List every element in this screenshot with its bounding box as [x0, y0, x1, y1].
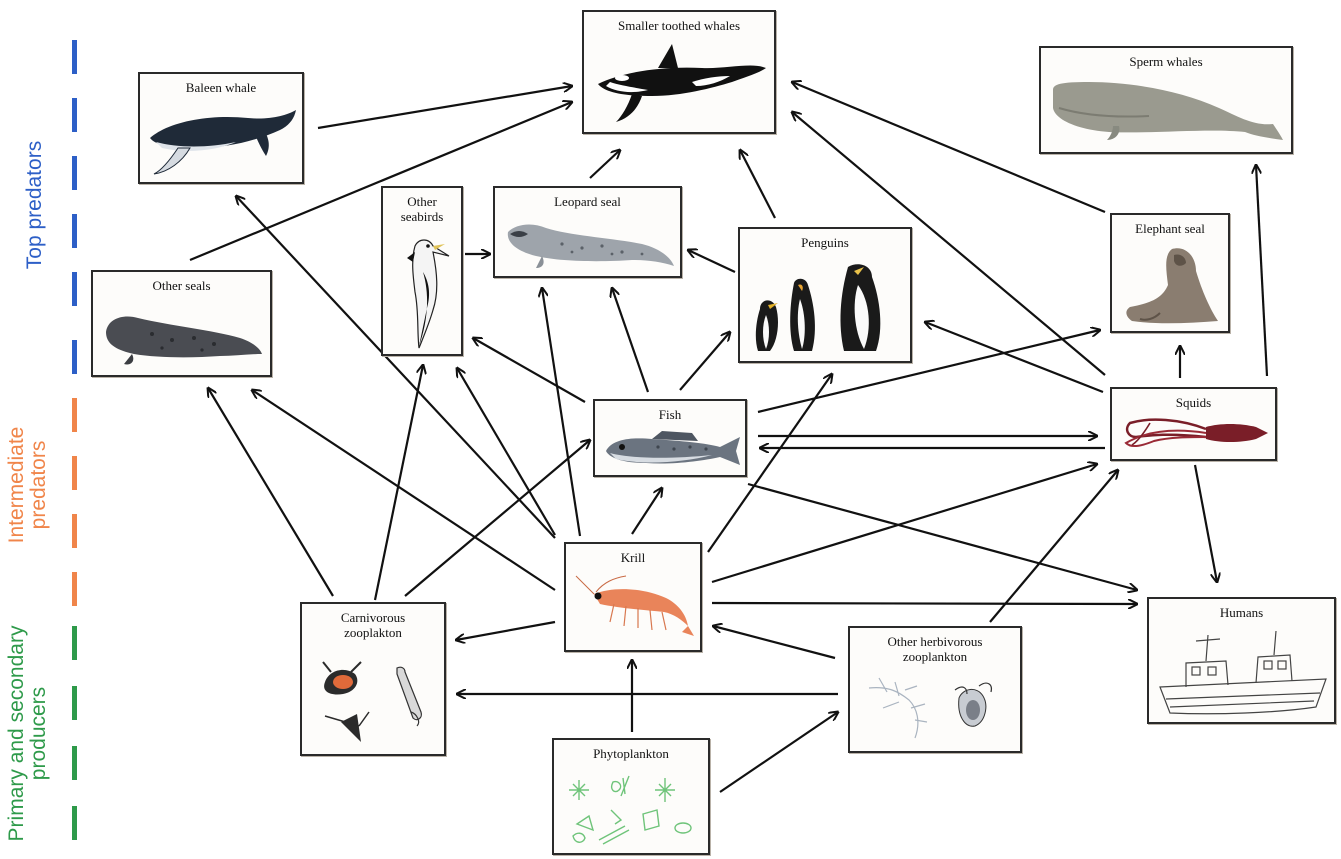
band-dash [72, 806, 77, 840]
node-elephant-seal: Elephant seal [1110, 213, 1230, 333]
band-dash [72, 40, 77, 74]
arrow-herbzoo-to-krill [713, 626, 836, 660]
node-label: Leopard seal [554, 194, 621, 209]
arrow-penguins-to-leopard [688, 250, 736, 273]
arrow-krill-to-fish [631, 488, 662, 535]
seal-icon [106, 316, 262, 365]
zooplankton-icon [322, 661, 422, 742]
arrow-otherseals-to-orca [189, 102, 572, 262]
penguins-icon [755, 264, 881, 351]
band-dash [72, 398, 77, 432]
arrow-krill-to-squid [711, 464, 1097, 584]
node-label: Humans [1219, 605, 1264, 620]
orca-icon [598, 44, 766, 122]
node-label: Penguins [801, 235, 849, 250]
arrow-squid-to-humans [1193, 464, 1217, 582]
arrow-squid-to-orca [792, 112, 1106, 376]
band-dash [72, 572, 77, 606]
band-dash [72, 626, 77, 660]
node-label: Krill [620, 550, 646, 565]
node-label: Elephant seal [1135, 221, 1205, 236]
arrow-carnzoo-to-fish [404, 440, 590, 597]
node-humans: Humans [1147, 597, 1336, 724]
node-label: Phytoplankton [593, 746, 669, 761]
node-other-seabirds: Other seabirds [381, 186, 463, 356]
arrow-leopard-to-orca [589, 150, 620, 179]
arrow-krill-to-baleen [236, 196, 556, 539]
node-label: Other seabirds [400, 194, 444, 224]
band-dash [72, 514, 77, 548]
arrow-krill-to-carnzoo [456, 620, 556, 640]
arrow-squid-to-sperm [1256, 165, 1269, 377]
arrow-fish-to-elephant [757, 330, 1100, 414]
arrow-carnzoo-to-otherseals [208, 388, 334, 597]
node-other-seals: Other seals [91, 270, 272, 377]
arrow-fish-to-seabirds [473, 338, 586, 403]
node-label: Carnivorous zooplakton [340, 610, 406, 640]
node-label: Baleen whale [185, 80, 257, 95]
phytoplankton-icon [569, 775, 692, 845]
leopard-seal-icon [507, 224, 674, 268]
node-label: Smaller toothed whales [617, 18, 741, 33]
arrow-herbzoo-to-squid [989, 470, 1118, 623]
node-label: Fish [658, 407, 682, 422]
arrow-krill-to-leopard [542, 288, 582, 537]
node-sperm-whales: Sperm whales [1039, 46, 1293, 154]
node-smaller-toothed-whales: Smaller toothed whales [582, 10, 776, 134]
arrow-krill-to-otherseals [252, 390, 556, 591]
node-leopard-seal: Leopard seal [493, 186, 682, 278]
band-dash [72, 340, 77, 374]
arrow-baleen-to-orca [317, 86, 572, 130]
arrow-krill-to-seabirds [457, 368, 556, 536]
band-dash [72, 98, 77, 132]
node-baleen-whale: Baleen whale [138, 72, 304, 184]
node-label: Other herbivorous zooplankton [887, 634, 983, 664]
arrow-carnzoo-to-seabirds [373, 365, 423, 601]
band-dash [72, 272, 77, 306]
node-label: Other seals [152, 278, 211, 293]
seabird-icon [407, 239, 450, 349]
arrow-krill-to-humans [711, 603, 1137, 604]
fishing-ship-icon [1159, 630, 1327, 715]
arrow-fish-to-leopard [612, 288, 650, 393]
elephant-seal-icon [1126, 248, 1218, 324]
squid-icon [1124, 418, 1268, 448]
band-dash [72, 156, 77, 190]
node-label: Squids [1175, 395, 1212, 410]
node-squids: Squids [1110, 387, 1277, 461]
band-dash [72, 686, 77, 720]
node-carnivorous-zooplankton: Carnivorous zooplakton [300, 602, 446, 756]
arrow-phyto-to-herbzoo [719, 712, 838, 793]
node-krill: Krill [564, 542, 702, 652]
node-label: Sperm whales [1129, 54, 1203, 69]
arrow-fish-to-penguins [679, 332, 730, 391]
band-dash [72, 746, 77, 780]
humpback-whale-icon [150, 110, 296, 175]
node-penguins: Penguins [738, 227, 912, 363]
arrow-penguins-to-orca [740, 150, 776, 219]
band-dash [72, 456, 77, 490]
band-dash [72, 214, 77, 248]
arrow-squid-to-penguins [925, 322, 1104, 394]
krill-icon [575, 575, 694, 636]
node-other-herbivorous-zooplankton: Other herbivorous zooplankton [848, 626, 1022, 753]
herbivorous-zooplankton-icon [868, 677, 992, 739]
arrow-krill-to-penguins [707, 374, 832, 553]
sperm-whale-icon [1053, 82, 1283, 140]
arrow-fish-to-humans [747, 482, 1137, 590]
arrow-elephant-to-orca [792, 82, 1106, 214]
fish-icon [606, 431, 740, 465]
node-phytoplankton: Phytoplankton [552, 738, 710, 855]
node-fish: Fish [593, 399, 747, 477]
